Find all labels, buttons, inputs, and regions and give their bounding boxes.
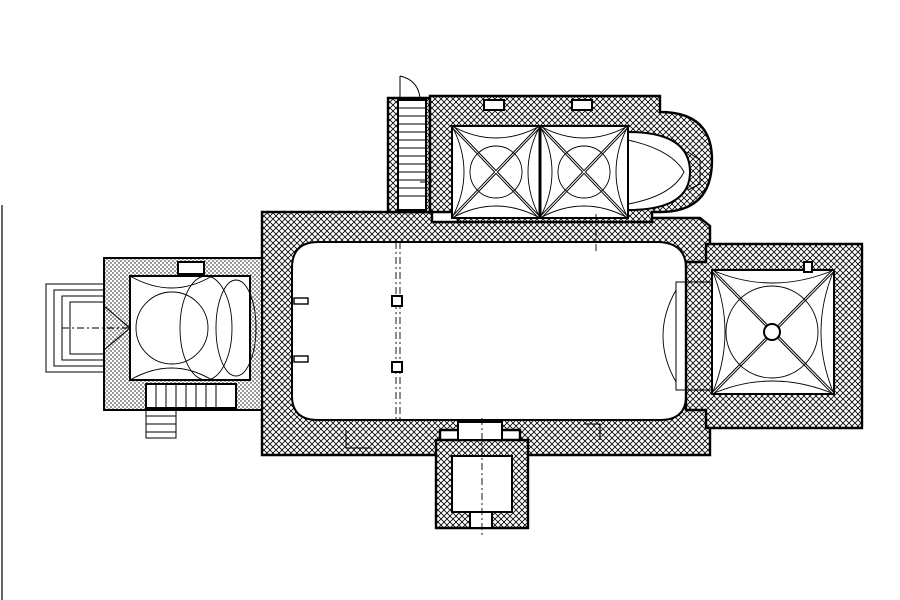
west-tower [45,257,263,439]
east-vault-ribs [710,268,836,396]
north-staircase [398,107,426,197]
north-chapel [386,75,714,224]
nave-interior [291,241,687,421]
nave-walls [260,210,712,457]
north-vault-ribs [450,124,630,220]
east-choir [662,242,864,430]
north-apse [627,130,692,212]
west-tower-vault [129,275,251,381]
nave-details [293,295,601,449]
center-lines [62,181,597,538]
south-west-stair [145,383,237,439]
